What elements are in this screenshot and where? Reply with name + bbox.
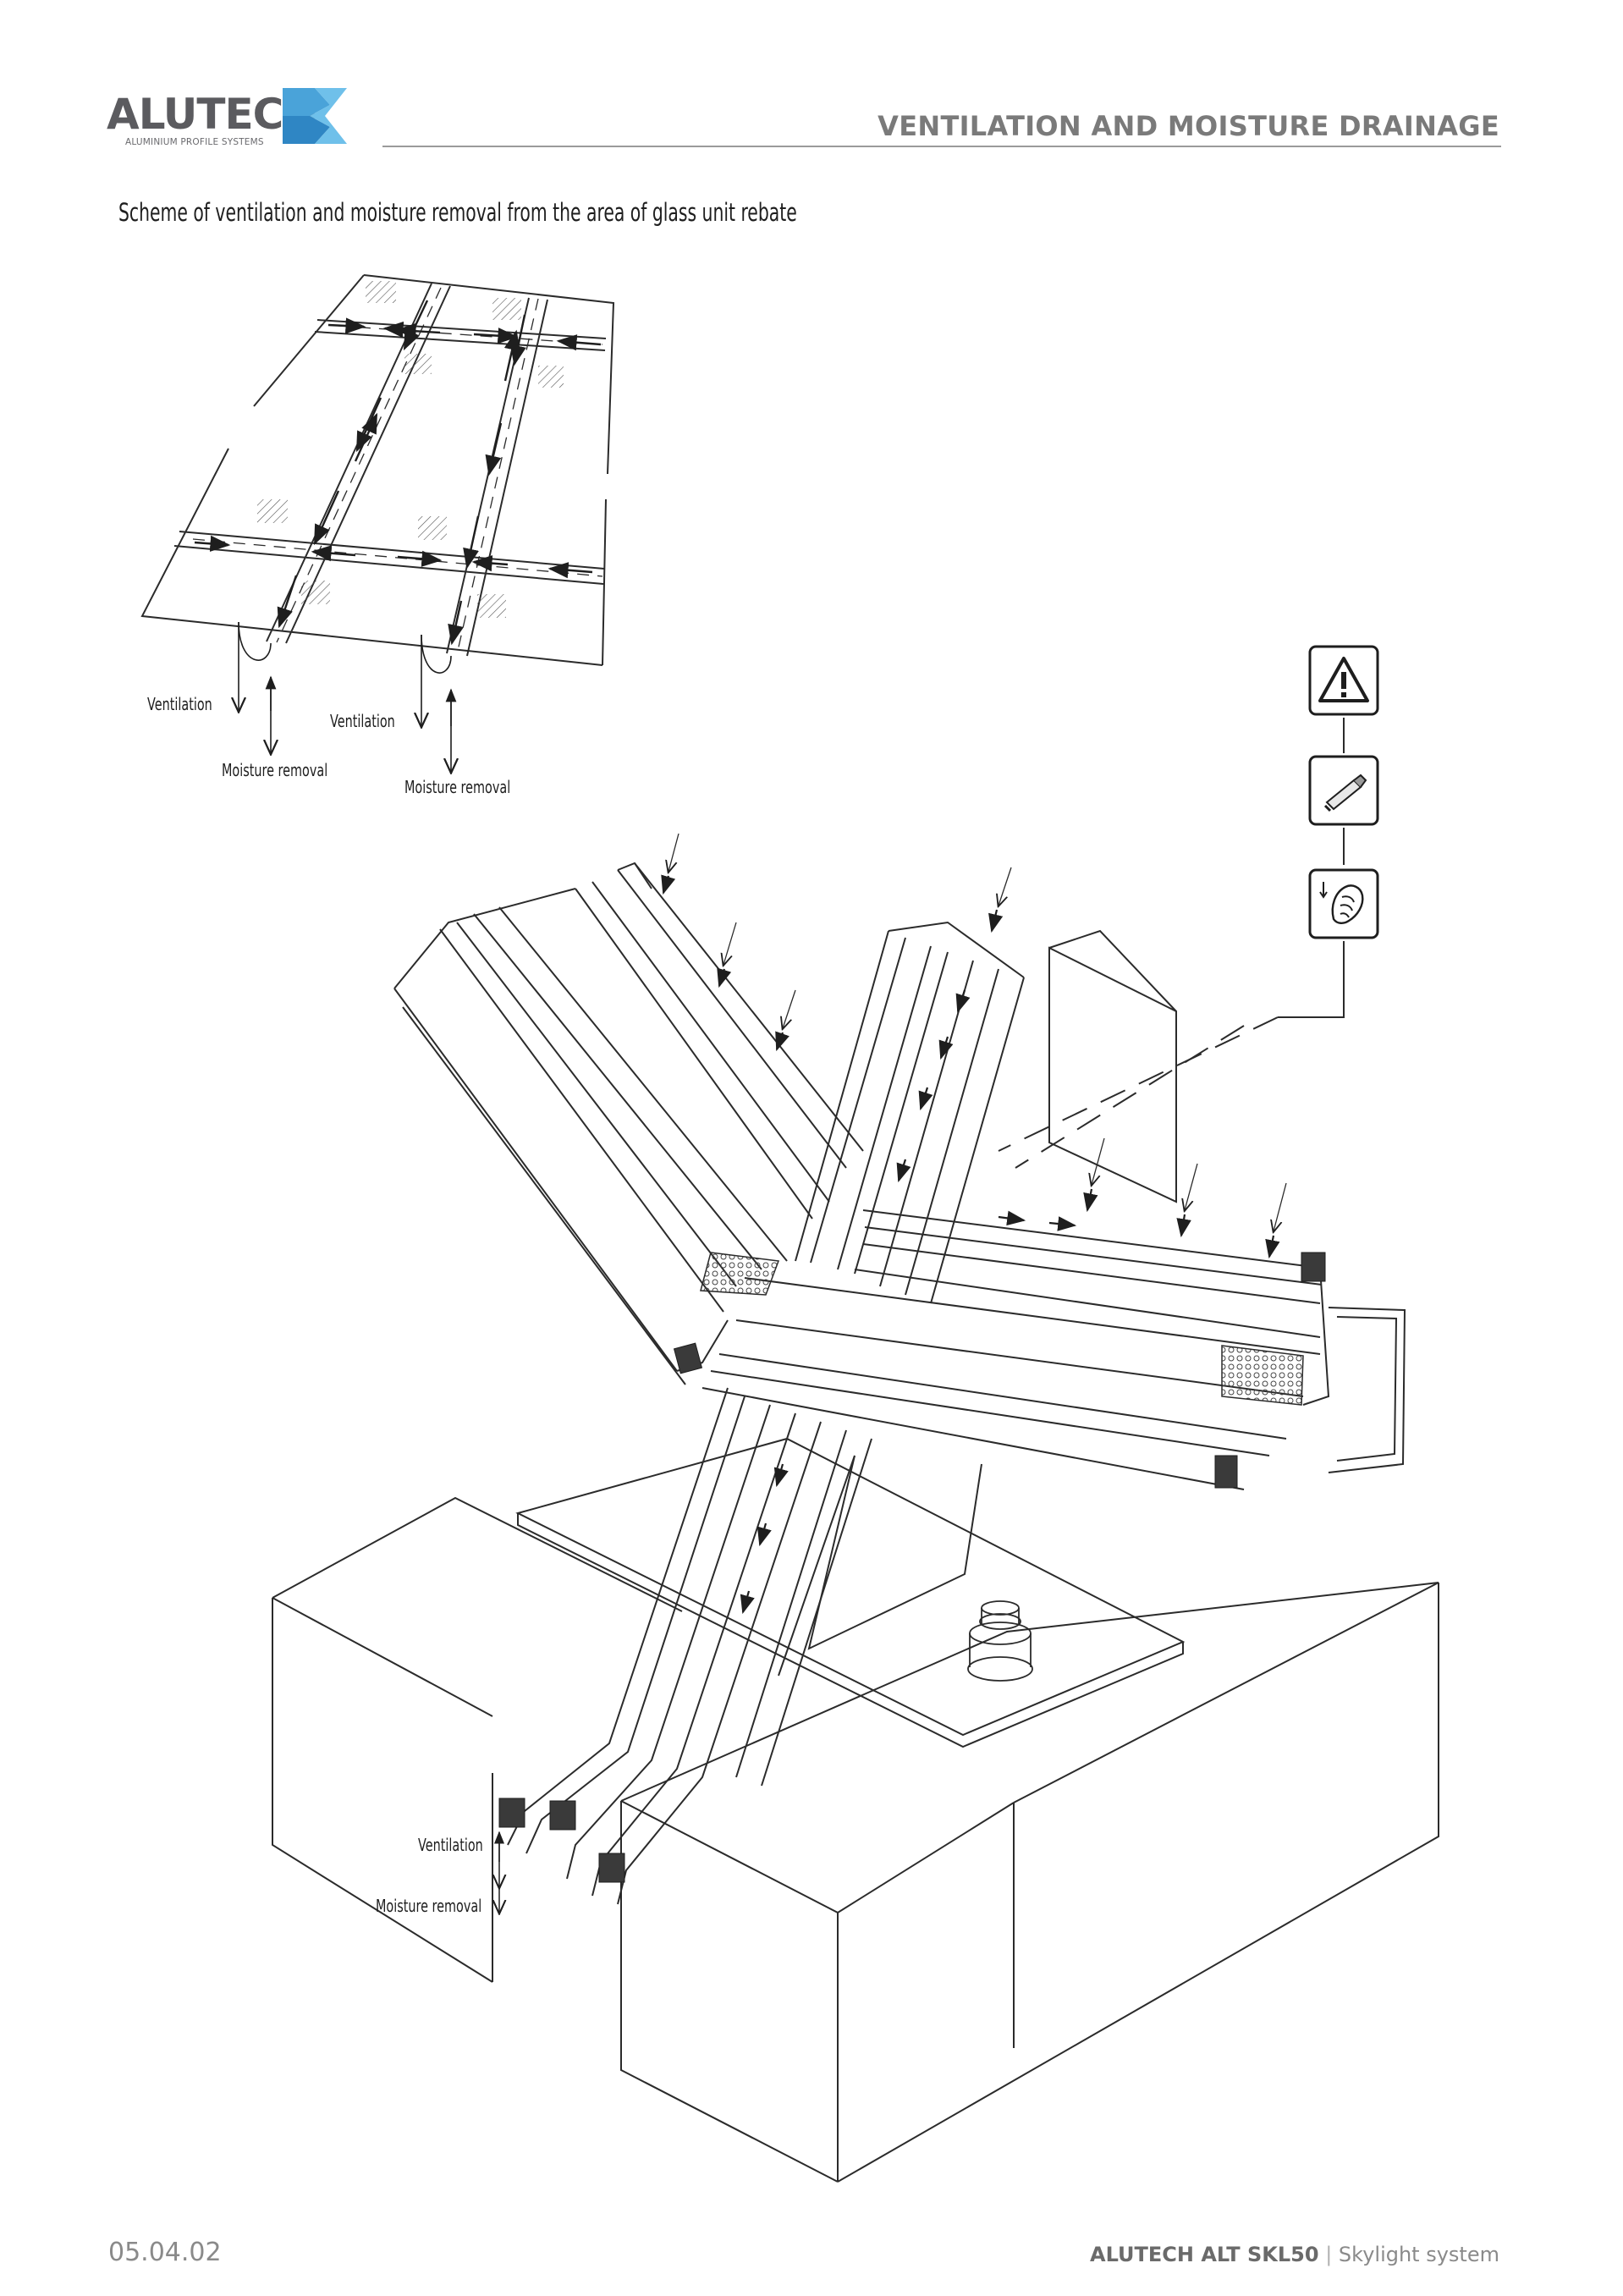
lower-left-rafter	[507, 1387, 872, 1905]
moisture-removal-label-1: Moisture removal	[222, 760, 328, 780]
base-plate	[515, 1437, 1186, 1748]
glass-hatches	[257, 281, 564, 618]
product-name: ALUTECH ALT SKL50	[1090, 2243, 1319, 2266]
scheme-caption: Scheme of ventilation and moisture remov…	[118, 198, 797, 227]
rain-arrows	[668, 833, 1287, 1231]
right-concrete-block	[620, 1582, 1439, 2183]
alutech-logo: ALUTECH ALUMINIUM PROFILE SYSTEMS	[107, 81, 360, 157]
ventilation-label-2: Ventilation	[330, 711, 395, 731]
anchor-bolt	[967, 1600, 1033, 1682]
sealant-tube-icon	[1308, 755, 1379, 826]
logo-subtitle: ALUMINIUM PROFILE SYSTEMS	[125, 137, 264, 147]
support-post	[778, 1455, 982, 1677]
roof-scheme	[140, 274, 615, 666]
upper-right-rafter	[795, 921, 1177, 1304]
product-type: Skylight system	[1338, 2243, 1499, 2266]
flow-arrows	[194, 300, 602, 646]
icon-connector	[998, 718, 1345, 1169]
profile-ends	[498, 1252, 1326, 1883]
logo-mark-icon	[283, 88, 347, 144]
hand-drainage-icon	[1308, 868, 1379, 939]
page-number: 05.04.02	[108, 2238, 222, 2267]
ventilation-label-3: Ventilation	[418, 1835, 483, 1855]
channel-arrows	[661, 874, 1280, 1615]
thermal-insulation	[700, 1252, 1304, 1406]
right-transom	[701, 1209, 1406, 1490]
outlet-arrows	[239, 621, 451, 772]
upper-left-rafter	[393, 862, 864, 1385]
warning-icon	[1308, 645, 1379, 716]
footer-separator: |	[1325, 2243, 1333, 2266]
section-title: VENTILATION AND MOISTURE DRAINAGE	[878, 110, 1499, 142]
left-concrete-block	[272, 1496, 683, 1983]
footer-product: ALUTECH ALT SKL50 | Skylight system	[1090, 2243, 1499, 2266]
ventilation-label-1: Ventilation	[147, 694, 212, 714]
moisture-removal-label-3: Moisture removal	[376, 1896, 482, 1916]
header-divider	[382, 146, 1501, 147]
moisture-removal-label-2: Moisture removal	[404, 777, 511, 797]
